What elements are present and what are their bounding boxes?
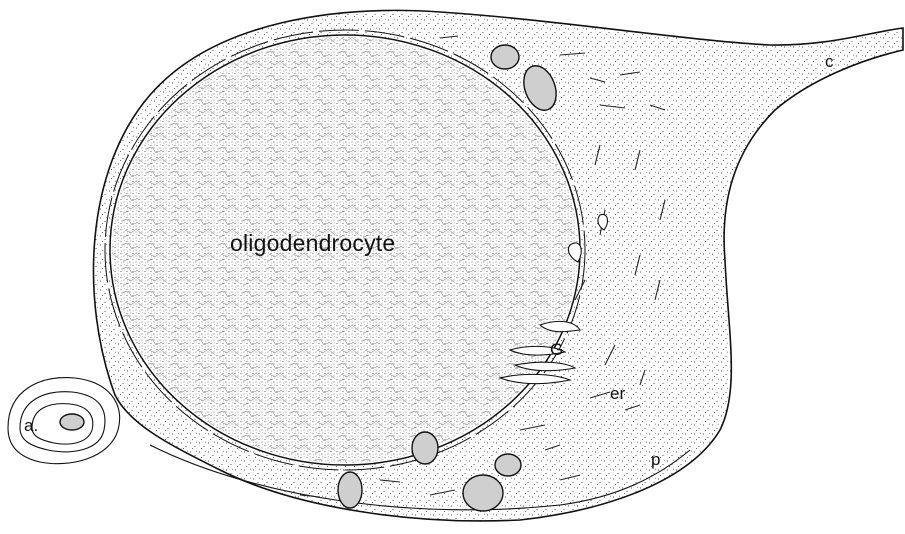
golgi-label: G <box>550 340 563 360</box>
er-label: er <box>610 384 625 404</box>
process-label: c <box>825 52 834 72</box>
axon-label: a. <box>24 416 38 436</box>
nucleus-label: oligodendrocyte <box>230 230 395 257</box>
membrane-label: p <box>651 450 660 470</box>
